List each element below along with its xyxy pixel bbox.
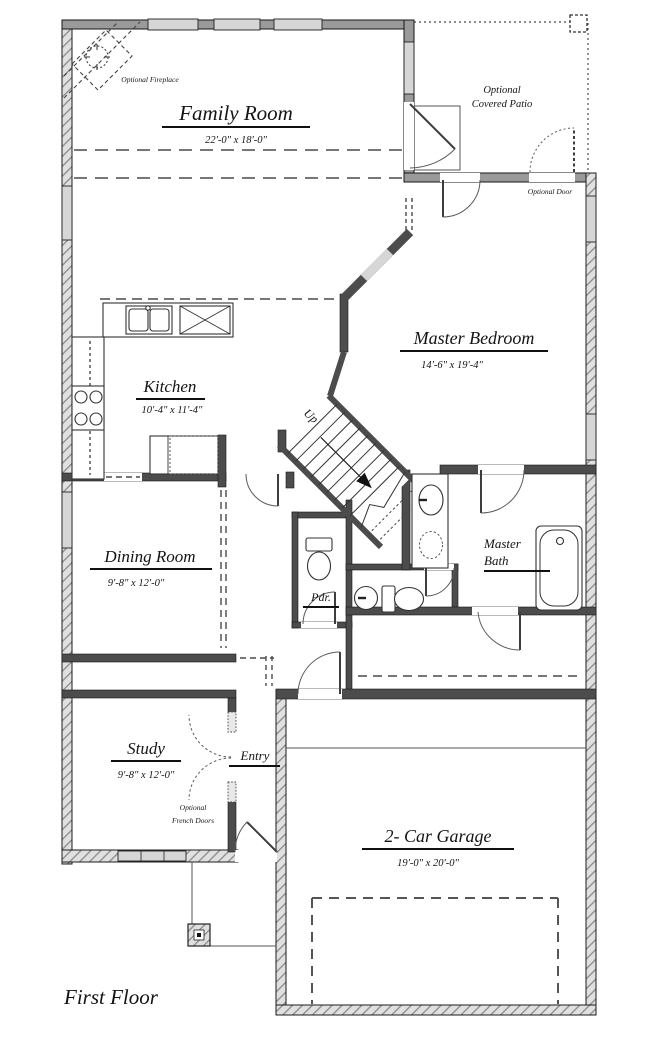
- garage-top-wall: [275, 688, 597, 700]
- garage-label: 2- Car Garage: [385, 826, 492, 846]
- left-wall: [61, 19, 73, 865]
- optional-french-doors: [188, 711, 237, 803]
- diagonal-window: [360, 248, 394, 282]
- stair-direction-arrow: [320, 436, 363, 479]
- master-bedroom-label: Master Bedroom: [413, 328, 535, 348]
- hall-door: [245, 473, 279, 507]
- kitchen-island: [149, 435, 219, 475]
- stair-connector-wall: [327, 351, 347, 397]
- french-doors-label-group: Optional French Doors: [171, 803, 214, 825]
- closet-door: [477, 611, 521, 651]
- kitchen-dims: 10'-4" x 11'-4": [142, 405, 204, 416]
- garage-entry-door: [297, 651, 341, 695]
- kitchen-right-wall: [217, 434, 227, 488]
- dining-room-label: Dining Room: [103, 547, 195, 566]
- powder-label: Pdr.: [310, 590, 331, 604]
- stairs: Up: [277, 393, 433, 550]
- study-top-wall: [61, 689, 237, 699]
- study-dims: 9'-8" x 12'-0": [118, 770, 175, 781]
- kitchen-sink: [125, 305, 173, 335]
- optional-door: [529, 127, 575, 173]
- family-room-label: Family Room: [178, 101, 293, 125]
- study-label: Study: [127, 739, 165, 758]
- optional-covered-patio: [413, 14, 589, 176]
- window: [585, 195, 597, 243]
- core-stub: [339, 293, 349, 353]
- study-label-group: Study 9'-8" x 12'-0": [111, 739, 181, 781]
- entry-label-group: Entry: [229, 748, 280, 767]
- closet-top-wall: [345, 606, 597, 616]
- french-doors-label-line1: Optional: [180, 803, 207, 812]
- kitchen-label-group: Kitchen 10'-4" x 11'-4": [136, 377, 205, 416]
- family-room-ceiling-lines: [74, 149, 404, 179]
- dishwasher: [179, 305, 231, 335]
- diagonal-walls: [327, 228, 414, 397]
- master-bath-label-line1: Master: [483, 536, 522, 551]
- wc-toilet: [381, 585, 425, 613]
- fireplace: [63, 21, 141, 99]
- wc-door: [425, 567, 455, 597]
- kitchen-label: Kitchen: [143, 377, 197, 396]
- window: [403, 41, 415, 95]
- bath-vanity: [411, 473, 449, 569]
- window: [61, 491, 73, 549]
- powder-toilet: [305, 537, 333, 581]
- window: [61, 185, 73, 241]
- front-door: [234, 821, 278, 853]
- powder-left-wall: [291, 511, 299, 629]
- powder-right-wall: [345, 499, 353, 691]
- window: [273, 18, 323, 31]
- window: [147, 18, 199, 31]
- wc-sink: [353, 585, 379, 611]
- bathtub: [535, 525, 583, 611]
- optional-second-sink: [419, 531, 443, 559]
- right-wall: [585, 172, 597, 1016]
- kitchen-fixtures: [71, 298, 336, 480]
- patio-label-line2: Covered Patio: [472, 99, 533, 110]
- master-bedroom-label-group: Master Bedroom 14'-6" x 19'-4": [400, 328, 548, 371]
- covered-patio-label-group: Optional Covered Patio: [472, 85, 533, 110]
- dining-bottom-wall: [61, 653, 237, 663]
- dining-room-dims: 9'-8" x 12'-0": [108, 578, 165, 589]
- garage-label-group: 2- Car Garage 19'-0" x 20'-0": [362, 826, 514, 869]
- french-doors-label-line2: French Doors: [171, 816, 214, 825]
- family-room-dims: 22'-0" x 18'-0": [205, 135, 267, 146]
- garage-door-zone: [311, 897, 559, 1004]
- garage-dims: 19'-0" x 20'-0": [397, 858, 459, 869]
- master-bedroom-dims: 14'-6" x 19'-4": [421, 360, 483, 371]
- master-bath-label-line2: Bath: [484, 553, 509, 568]
- patio-label-line1: Optional: [483, 85, 520, 96]
- entry-label: Entry: [240, 748, 270, 763]
- stair-break-line: [360, 471, 406, 528]
- family-room-label-group: Family Room 22'-0" x 18'-0": [162, 101, 310, 146]
- optional-fireplace-label: Optional Fireplace: [121, 75, 179, 84]
- garage-bottom-wall: [275, 1004, 597, 1016]
- garage-details: [286, 747, 586, 1004]
- outer-walls: [61, 19, 597, 1016]
- front-porch: [187, 862, 276, 947]
- master-bath-label-group: Master Bath: [483, 536, 550, 572]
- doors: [188, 103, 575, 853]
- hall-stub-top: [285, 471, 295, 489]
- master-bedroom-door: [405, 179, 481, 230]
- window: [213, 18, 261, 31]
- cased-openings: [106, 476, 274, 686]
- wc-right-wall: [451, 563, 459, 615]
- windows: [61, 18, 597, 862]
- patio-post: [569, 14, 588, 33]
- powder-label-group: Pdr.: [303, 590, 339, 608]
- garage-left-wall: [275, 689, 287, 1016]
- dining-room-label-group: Dining Room 9'-8" x 12'-0": [90, 547, 212, 589]
- cooktop: [71, 385, 105, 431]
- optional-door-label: Optional Door: [528, 187, 572, 196]
- window: [585, 413, 597, 461]
- window: [117, 850, 187, 862]
- master-bath-door: [480, 469, 525, 514]
- patio-door: [409, 103, 456, 169]
- page-title: First Floor: [63, 985, 159, 1009]
